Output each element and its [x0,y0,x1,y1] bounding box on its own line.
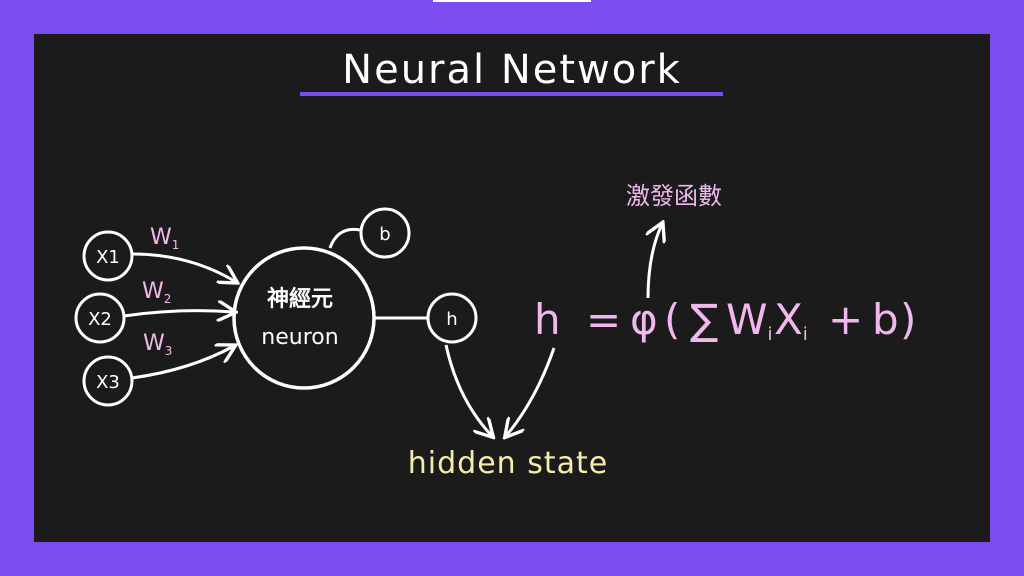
activation-arrow [648,224,662,299]
hidden-state-arrow-from-node [444,344,492,436]
input-node-x2 [74,292,126,344]
board-background [34,34,990,542]
weight-label-1: W1 [150,225,179,252]
formula: h = φ ( ∑ Wi Xi + b ) [534,295,916,345]
top-edge-marker [433,0,591,2]
bias-label: b [379,224,390,245]
input-node-x1 [82,230,134,282]
weight-label-2: W2 [142,279,171,306]
input-label-x3: X3 [96,372,120,393]
weight-arrow-3 [131,346,234,380]
activation-function-label: 激發函數 [626,182,722,210]
bias-connector [328,227,361,249]
formula-weight: Wi [726,295,773,345]
output-label: h [446,309,457,330]
formula-plus: + [828,295,863,344]
output-node [426,292,478,344]
formula-close-paren: ) [900,295,916,344]
formula-phi: φ [630,295,658,344]
formula-lhs: h [534,295,561,344]
weight-label-3: W3 [143,331,172,358]
input-label-x2: X2 [88,309,112,330]
input-label-x1: X1 [96,247,120,268]
hidden-state-arrow-from-formula [506,347,556,436]
input-node-x3 [82,355,134,407]
neuron-label-zh: 神經元 [267,286,333,312]
formula-sigma: ∑ [690,295,718,344]
diagram-title: Neural Network [342,47,682,93]
neuron-label-en: neuron [261,325,338,350]
weight-arrow-1 [131,252,236,282]
formula-input: Xi [774,295,808,345]
hidden-state-label: hidden state [408,446,608,481]
formula-open-paren: ( [664,295,680,344]
weight-arrow-2 [123,311,234,316]
bias-node [359,207,411,259]
formula-equals: = [586,295,621,344]
formula-bias: b [872,295,899,344]
title-underline [300,92,723,96]
